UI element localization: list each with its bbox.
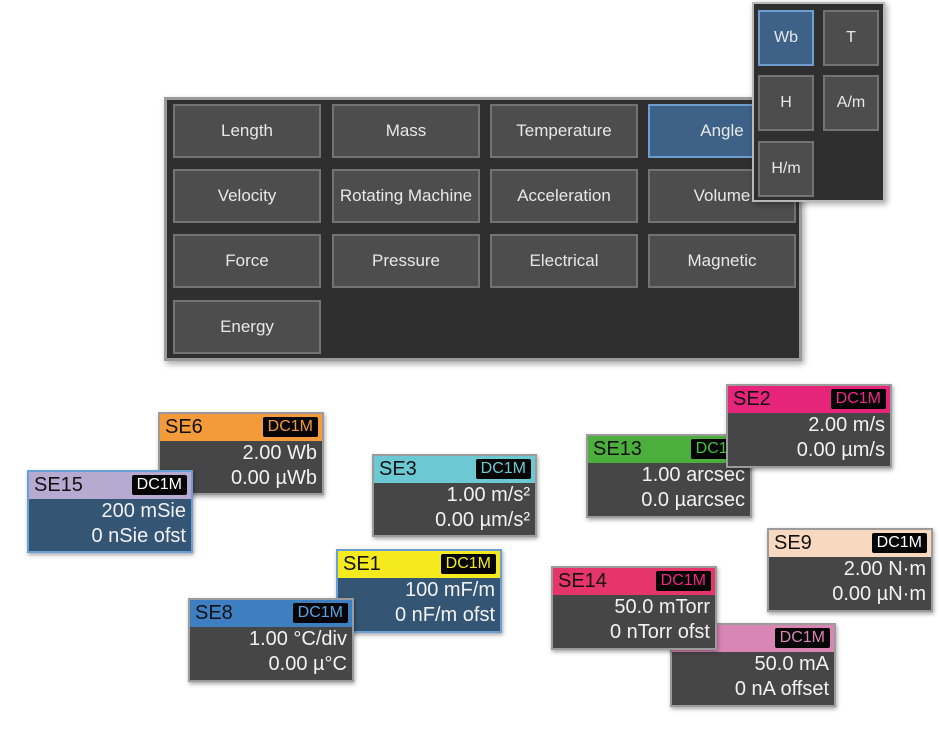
category-pressure[interactable]: Pressure bbox=[332, 234, 480, 288]
offset-value: 0 nTorr ofst bbox=[609, 621, 710, 643]
scale-value: 50.0 mTorr bbox=[614, 596, 710, 618]
scale-value: 2.00 N·m bbox=[843, 558, 926, 580]
scale-value: 50.0 mA bbox=[754, 653, 829, 675]
offset-value: 0.0 µarcsec bbox=[641, 489, 745, 511]
channel-descriptor-se1[interactable]: SE1 DC1M 100 mF/m 0 nF/m ofst bbox=[336, 549, 502, 633]
unit-h[interactable]: H bbox=[758, 75, 814, 131]
coupling-badge: DC1M bbox=[475, 459, 531, 479]
scale-value: 200 mSie bbox=[101, 500, 187, 522]
channel-name: SE6 bbox=[165, 416, 203, 438]
channel-descriptor-se3[interactable]: SE3 DC1M 1.00 m/s² 0.00 µm/s² bbox=[372, 454, 537, 537]
channel-descriptor-se8[interactable]: SE8 DC1M 1.00 °C/div 0.00 µ°C bbox=[188, 598, 354, 682]
category-velocity[interactable]: Velocity bbox=[173, 169, 321, 223]
offset-value: 0 nSie ofst bbox=[91, 525, 186, 547]
offset-value: 0.00 µm/s² bbox=[435, 509, 530, 531]
channel-descriptor-se15[interactable]: SE15 DC1M 200 mSie 0 nSie ofst bbox=[27, 470, 193, 553]
coupling-badge: DC1M bbox=[830, 389, 886, 409]
coupling-badge: DC1M bbox=[262, 417, 318, 437]
coupling-badge: DC1M bbox=[131, 475, 187, 495]
channel-name: SE2 bbox=[733, 388, 771, 410]
channel-name: SE14 bbox=[558, 570, 607, 592]
coupling-badge: DC1M bbox=[774, 628, 830, 648]
scale-value: 2.00 Wb bbox=[242, 442, 317, 464]
channel-descriptor-se14[interactable]: SE14 DC1M 50.0 mTorr 0 nTorr ofst bbox=[551, 566, 717, 650]
scale-value: 2.00 m/s bbox=[808, 414, 885, 436]
scale-value: 1.00 arcsec bbox=[641, 464, 745, 486]
scale-value: 1.00 m/s² bbox=[446, 484, 530, 506]
channel-name: SE1 bbox=[343, 553, 381, 575]
category-electrical[interactable]: Electrical bbox=[490, 234, 638, 288]
coupling-badge: DC1M bbox=[440, 554, 496, 574]
channel-name: SE13 bbox=[593, 438, 642, 460]
category-acceleration[interactable]: Acceleration bbox=[490, 169, 638, 223]
channel-name: SE8 bbox=[195, 602, 233, 624]
offset-value: 0 nF/m ofst bbox=[394, 604, 495, 626]
magnetic-unit-submenu: Wb T H A/m H/m bbox=[752, 2, 885, 202]
channel-descriptor-se9[interactable]: SE9 DC1M 2.00 N·m 0.00 µN·m bbox=[767, 528, 933, 612]
category-energy[interactable]: Energy bbox=[173, 300, 321, 354]
category-magnetic[interactable]: Magnetic bbox=[648, 234, 796, 288]
channel-descriptor-se6[interactable]: SE6 DC1M 2.00 Wb 0.00 µWb bbox=[158, 412, 324, 495]
channel-name: SE15 bbox=[34, 474, 83, 496]
category-length[interactable]: Length bbox=[173, 104, 321, 158]
scale-value: 1.00 °C/div bbox=[248, 628, 347, 650]
scale-value: 100 mF/m bbox=[404, 579, 495, 601]
unit-t[interactable]: T bbox=[823, 10, 879, 66]
category-temperature[interactable]: Temperature bbox=[490, 104, 638, 158]
offset-value: 0.00 µ°C bbox=[268, 653, 347, 675]
offset-value: 0.00 µm/s bbox=[796, 439, 885, 461]
coupling-badge: DC1M bbox=[292, 603, 348, 623]
offset-value: 0 nA offset bbox=[734, 678, 829, 700]
channel-name: SE9 bbox=[774, 532, 812, 554]
category-rotating-machine[interactable]: Rotating Machine bbox=[332, 169, 480, 223]
unit-a-per-m[interactable]: A/m bbox=[823, 75, 879, 131]
offset-value: 0.00 µN·m bbox=[832, 583, 926, 605]
channel-descriptor-se2[interactable]: SE2 DC1M 2.00 m/s 0.00 µm/s bbox=[726, 384, 892, 468]
coupling-badge: DC1M bbox=[655, 571, 711, 591]
unit-wb[interactable]: Wb bbox=[758, 10, 814, 66]
category-mass[interactable]: Mass bbox=[332, 104, 480, 158]
coupling-badge: DC1M bbox=[871, 533, 927, 553]
category-force[interactable]: Force bbox=[173, 234, 321, 288]
offset-value: 0.00 µWb bbox=[230, 467, 317, 489]
channel-name: SE3 bbox=[379, 458, 417, 480]
unit-category-panel: Length Mass Temperature Angle Velocity R… bbox=[164, 97, 802, 361]
unit-h-per-m[interactable]: H/m bbox=[758, 141, 814, 197]
